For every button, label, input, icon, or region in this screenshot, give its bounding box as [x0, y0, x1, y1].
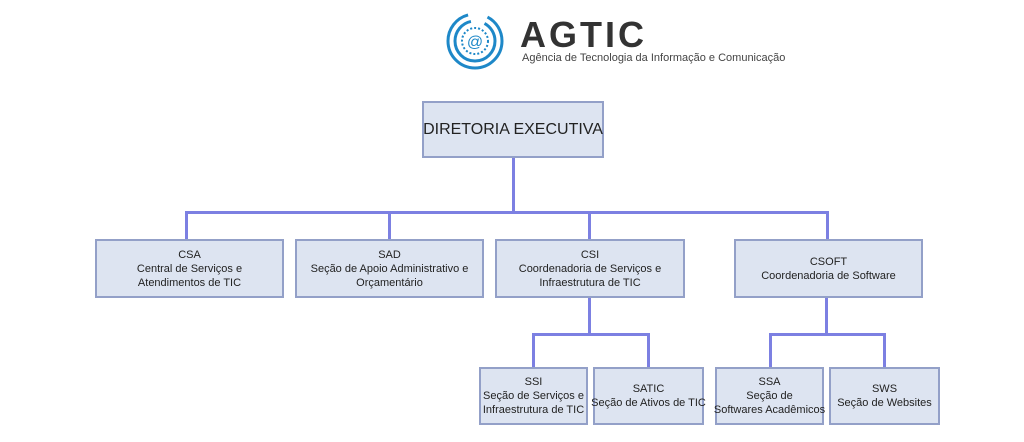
- connector: [532, 333, 535, 367]
- box-line: Seção de Websites: [837, 397, 932, 409]
- box-line: Infraestrutura de TIC: [482, 404, 585, 416]
- box-code: SAD: [378, 248, 401, 261]
- logo-title: AGTIC: [520, 14, 647, 55]
- connector: [825, 297, 828, 335]
- at-circuit-icon: @: [446, 12, 504, 70]
- connector: [588, 297, 591, 335]
- connector: [769, 333, 886, 336]
- org-box-ssi: SSI Seção de Serviços e Infraestrutura d…: [479, 367, 588, 425]
- box-line: Seção de: [746, 390, 793, 402]
- agtic-logo: @ AGTIC Agência de Tecnologia da Informa…: [444, 10, 785, 72]
- box-code: SSA: [758, 376, 781, 388]
- connector: [769, 333, 772, 367]
- box-line: Infraestrutura de TIC: [539, 276, 641, 289]
- box-line: Orçamentário: [356, 276, 423, 289]
- connector: [532, 333, 650, 336]
- org-box-diretoria-executiva: DIRETORIA EXECUTIVA: [422, 101, 604, 158]
- box-label: DIRETORIA EXECUTIVA: [423, 120, 603, 138]
- box-code: SSI: [524, 376, 543, 388]
- org-box-csa: CSA Central de Serviços e Atendimentos d…: [95, 239, 284, 298]
- box-line: Seção de Ativos de TIC: [591, 397, 706, 409]
- org-box-csi: CSI Coordenadoria de Serviços e Infraest…: [495, 239, 685, 298]
- connector: [185, 211, 829, 214]
- connector: [185, 211, 188, 239]
- box-line: Seção de Apoio Administrativo e: [310, 262, 469, 275]
- box-line: Coordenadoria de Software: [761, 269, 896, 282]
- org-box-csoft: CSOFT Coordenadoria de Software: [734, 239, 923, 298]
- box-line: Atendimentos de TIC: [137, 276, 242, 289]
- svg-text:@: @: [467, 34, 483, 51]
- box-code: CSA: [178, 248, 201, 261]
- box-line: Central de Serviços e: [136, 262, 243, 275]
- box-line: Seção de Serviços e: [483, 390, 584, 402]
- box-code: CSOFT: [809, 255, 848, 268]
- org-box-ssa: SSA Seção de Softwares Acadêmicos: [713, 367, 826, 425]
- connector: [388, 211, 391, 239]
- box-line: Coordenadoria de Serviços e: [518, 262, 662, 275]
- box-code: SWS: [871, 383, 898, 395]
- org-box-sad: SAD Seção de Apoio Administrativo e Orça…: [295, 239, 484, 298]
- connector: [512, 157, 515, 213]
- connector: [883, 333, 886, 367]
- connector: [826, 211, 829, 239]
- connector: [588, 211, 591, 239]
- org-box-satic: SATIC Seção de Ativos de TIC: [591, 367, 706, 425]
- box-line: Softwares Acadêmicos: [713, 404, 826, 416]
- org-box-sws: SWS Seção de Websites: [829, 367, 940, 425]
- box-code: SATIC: [632, 383, 665, 395]
- box-code: CSI: [580, 248, 600, 261]
- connector: [647, 333, 650, 367]
- logo-subtitle: Agência de Tecnologia da Informação e Co…: [522, 52, 786, 64]
